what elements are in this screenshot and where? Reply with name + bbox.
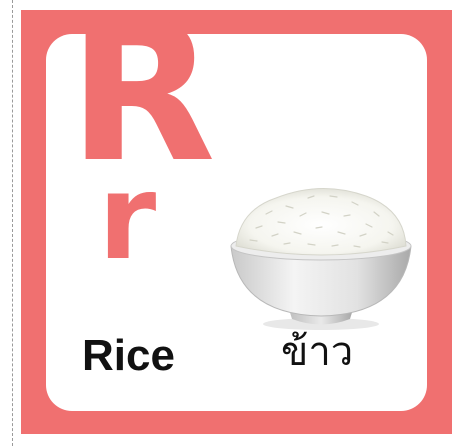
rice-bowl-icon xyxy=(230,188,412,330)
flashcard: R r xyxy=(21,0,452,434)
word-thai: ข้าว xyxy=(281,329,354,375)
lowercase-letter: r xyxy=(98,148,157,286)
dashed-cut-line xyxy=(12,0,13,446)
uppercase-letter: R xyxy=(68,0,216,205)
word-english: Rice xyxy=(82,331,175,380)
flashcard-inner-panel: R r xyxy=(46,0,427,411)
